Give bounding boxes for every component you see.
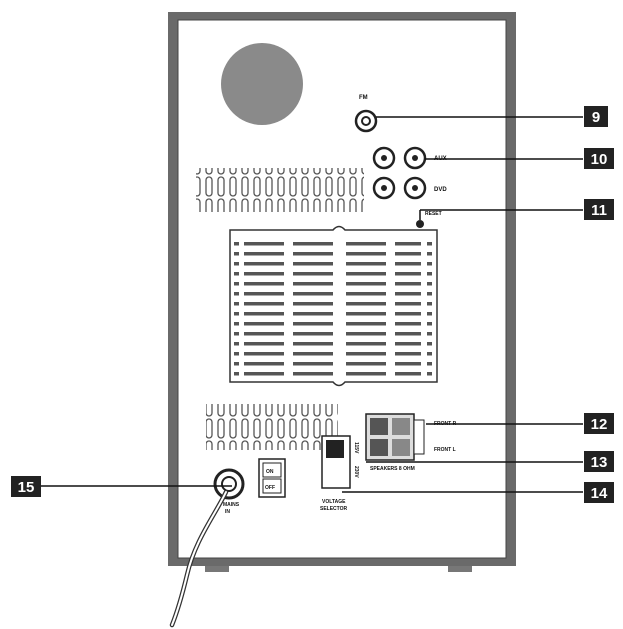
dvd-label: DVD bbox=[434, 187, 447, 193]
lower-vents bbox=[206, 404, 338, 450]
mains-label: MAINS bbox=[223, 502, 240, 508]
front-l-label: FRONT L bbox=[434, 447, 456, 453]
callout-15-text: 15 bbox=[18, 479, 35, 496]
fm-antenna-jack bbox=[354, 109, 378, 133]
callout-12: 12 bbox=[584, 413, 614, 434]
callout-13: 13 bbox=[584, 451, 614, 472]
right-foot bbox=[448, 562, 472, 572]
voltage-selector-label-2: SELECTOR bbox=[320, 506, 348, 512]
callout-12-text: 12 bbox=[591, 416, 608, 433]
voltage-selector-label: VOLTAGE bbox=[322, 499, 346, 505]
off-label: OFF bbox=[265, 485, 275, 491]
fm-label: FM bbox=[359, 95, 368, 101]
callout-leaders bbox=[40, 116, 583, 493]
left-foot bbox=[205, 562, 229, 572]
callout-9-text: 9 bbox=[592, 109, 600, 126]
callout-11-text: 11 bbox=[591, 202, 607, 219]
mains-label-2: IN bbox=[225, 509, 230, 515]
callout-10: 10 bbox=[584, 148, 614, 169]
v230-label: 230V bbox=[353, 466, 359, 478]
reset-label: RESET bbox=[425, 211, 442, 217]
speaker-terminals bbox=[365, 413, 425, 461]
speakers-label: SPEAKERS 8 OHM bbox=[370, 466, 415, 472]
callout-14: 14 bbox=[584, 482, 614, 503]
reset-button bbox=[416, 220, 424, 228]
callout-11: 11 bbox=[584, 199, 614, 220]
on-label: ON bbox=[266, 469, 274, 475]
callout-9: 9 bbox=[584, 106, 608, 127]
power-cord-highlight bbox=[171, 491, 227, 626]
callout-14-text: 14 bbox=[591, 485, 608, 502]
callout-10-text: 10 bbox=[591, 151, 608, 168]
v115-label: 115V bbox=[353, 442, 359, 454]
voltage-selector bbox=[321, 435, 351, 489]
mains-socket bbox=[213, 468, 245, 500]
callout-15: 15 bbox=[11, 476, 41, 497]
rca-jacks bbox=[372, 146, 427, 200]
bass-port bbox=[221, 43, 303, 125]
power-switch bbox=[258, 458, 286, 498]
heatsink-grille bbox=[229, 225, 438, 387]
callout-13-text: 13 bbox=[591, 454, 608, 471]
upper-vents bbox=[196, 168, 364, 212]
